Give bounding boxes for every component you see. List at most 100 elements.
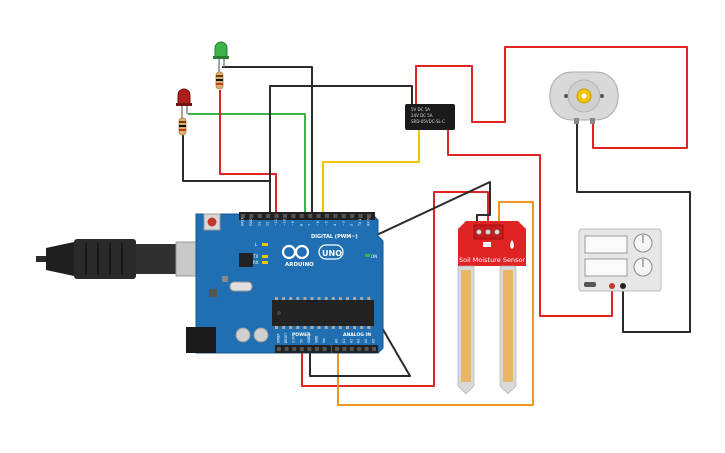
soil-moisture-sensor[interactable]: Soil Moisture Sensor bbox=[457, 221, 526, 395]
relay-text-2: 24V DC 5A bbox=[411, 113, 433, 118]
bottom-pin[interactable] bbox=[277, 347, 281, 351]
bottom-pin-label: GND bbox=[307, 335, 311, 343]
positive-terminal[interactable] bbox=[609, 283, 615, 289]
red-led-resistor[interactable] bbox=[178, 117, 187, 136]
bottom-pin-label: Vin bbox=[322, 338, 326, 343]
power-jack bbox=[186, 327, 216, 353]
digital-pin-label: ~10 bbox=[283, 219, 287, 226]
arduino-infinity-icon bbox=[281, 244, 310, 260]
digital-pin-label: 7 bbox=[308, 224, 312, 226]
dc-motor[interactable] bbox=[549, 71, 619, 124]
microcontroller-chip bbox=[272, 300, 374, 326]
digital-pin[interactable] bbox=[266, 214, 271, 218]
negative-terminal[interactable] bbox=[620, 283, 626, 289]
bottom-pin-label: GND bbox=[315, 335, 319, 343]
digital-pin-label: 13 bbox=[257, 222, 261, 226]
bottom-pin[interactable] bbox=[342, 347, 347, 351]
bottom-pin-label: 3.3V bbox=[292, 335, 296, 343]
analog-label: ANALOG IN bbox=[343, 332, 371, 338]
wire-orange-sensor[interactable] bbox=[337, 201, 534, 406]
bottom-pin-label: A1 bbox=[342, 339, 346, 343]
digital-pin-label: ~11 bbox=[274, 219, 278, 226]
digital-pin-label: TX 1 bbox=[358, 219, 362, 227]
digital-pin[interactable] bbox=[241, 214, 245, 218]
digital-pin-label: 4 bbox=[333, 224, 337, 226]
digital-label: DIGITAL (PWM~) bbox=[311, 234, 358, 240]
bottom-pin[interactable] bbox=[284, 347, 289, 351]
digital-pin[interactable] bbox=[341, 214, 346, 218]
sensor-label: Soil Moisture Sensor bbox=[459, 256, 525, 264]
green-led[interactable] bbox=[213, 41, 229, 72]
bottom-pin[interactable] bbox=[364, 347, 369, 351]
arduino-logo-text: ARDUINO bbox=[285, 262, 314, 268]
digital-pin[interactable] bbox=[367, 214, 371, 218]
crystal bbox=[229, 281, 253, 292]
digital-pin[interactable] bbox=[316, 214, 321, 218]
digital-pin-label: ~5 bbox=[325, 221, 329, 226]
digital-pin[interactable] bbox=[249, 214, 254, 218]
led-label-tx: TX bbox=[252, 254, 258, 259]
digital-pin[interactable] bbox=[333, 214, 338, 218]
capacitor-2 bbox=[253, 327, 269, 343]
wire-green-red-led[interactable] bbox=[188, 113, 306, 212]
led-label-rx: RX bbox=[253, 260, 259, 265]
relay-text-1: 5V DC 5A bbox=[411, 107, 430, 112]
wire-black-sensor[interactable] bbox=[365, 181, 491, 241]
digital-pin-label: 2 bbox=[350, 224, 354, 226]
green-led-resistor[interactable] bbox=[215, 71, 224, 90]
digital-pin[interactable] bbox=[325, 214, 329, 218]
power-supply[interactable] bbox=[578, 228, 662, 292]
bottom-pin[interactable] bbox=[357, 347, 362, 351]
bottom-pin-label: A4 bbox=[364, 339, 368, 343]
wire-red-relay-supply[interactable] bbox=[447, 128, 613, 317]
analog-header[interactable] bbox=[332, 345, 378, 353]
bottom-pin[interactable] bbox=[335, 347, 339, 351]
bottom-pin[interactable] bbox=[322, 347, 327, 351]
bottom-pin[interactable] bbox=[372, 347, 376, 351]
wire-red-relay-motor[interactable] bbox=[415, 46, 688, 149]
digital-pin-label: ~3 bbox=[341, 221, 345, 226]
bottom-pin-label: A3 bbox=[357, 339, 361, 343]
red-led[interactable] bbox=[176, 88, 192, 118]
wire-red-led[interactable] bbox=[219, 90, 277, 212]
sensor-drop-icon bbox=[510, 240, 514, 249]
digital-pin[interactable] bbox=[350, 214, 355, 218]
wire-yellow-relay[interactable] bbox=[322, 128, 420, 212]
digital-pin[interactable] bbox=[274, 214, 279, 218]
bottom-pin[interactable] bbox=[299, 347, 304, 351]
digital-pin[interactable] bbox=[308, 214, 313, 218]
wire-black-sensor-gnd[interactable] bbox=[309, 289, 411, 377]
bottom-pin-label: A5 bbox=[372, 339, 376, 343]
current-display bbox=[584, 258, 628, 277]
usb-cable[interactable] bbox=[36, 239, 223, 279]
digital-pin[interactable] bbox=[299, 214, 304, 218]
digital-pin-label: GND bbox=[249, 218, 253, 226]
capacitor-1 bbox=[235, 327, 251, 343]
bottom-pin-label: RESET bbox=[284, 333, 288, 343]
digital-pin[interactable] bbox=[257, 214, 262, 218]
wire-black-green-led[interactable] bbox=[222, 66, 313, 212]
bottom-pin[interactable] bbox=[307, 347, 312, 351]
digital-pin[interactable] bbox=[291, 214, 296, 218]
wire-black-relay[interactable] bbox=[269, 85, 413, 212]
arduino-model-text: UNO bbox=[322, 249, 342, 258]
wire-red-sensor[interactable] bbox=[301, 191, 489, 387]
wires bbox=[182, 46, 691, 406]
digital-pin-label: RX 0 bbox=[367, 218, 371, 226]
bottom-pin[interactable] bbox=[349, 347, 354, 351]
relay[interactable]: 5V DC 5A 24V DC 5A SRD-05VDC-SL-C bbox=[405, 104, 455, 130]
wire-black-motor-supply[interactable] bbox=[576, 120, 691, 333]
bottom-pin-label: A0 bbox=[335, 339, 339, 343]
bottom-pin[interactable] bbox=[292, 347, 297, 351]
on-label: ON bbox=[371, 254, 377, 259]
digital-pin-label: ~6 bbox=[316, 221, 320, 226]
bottom-pin[interactable] bbox=[315, 347, 319, 351]
digital-pin[interactable] bbox=[358, 214, 363, 218]
bottom-pin-label: IOREF bbox=[277, 333, 281, 343]
voltage-display bbox=[584, 235, 628, 254]
digital-header[interactable] bbox=[239, 212, 375, 220]
digital-pin[interactable] bbox=[283, 214, 287, 218]
